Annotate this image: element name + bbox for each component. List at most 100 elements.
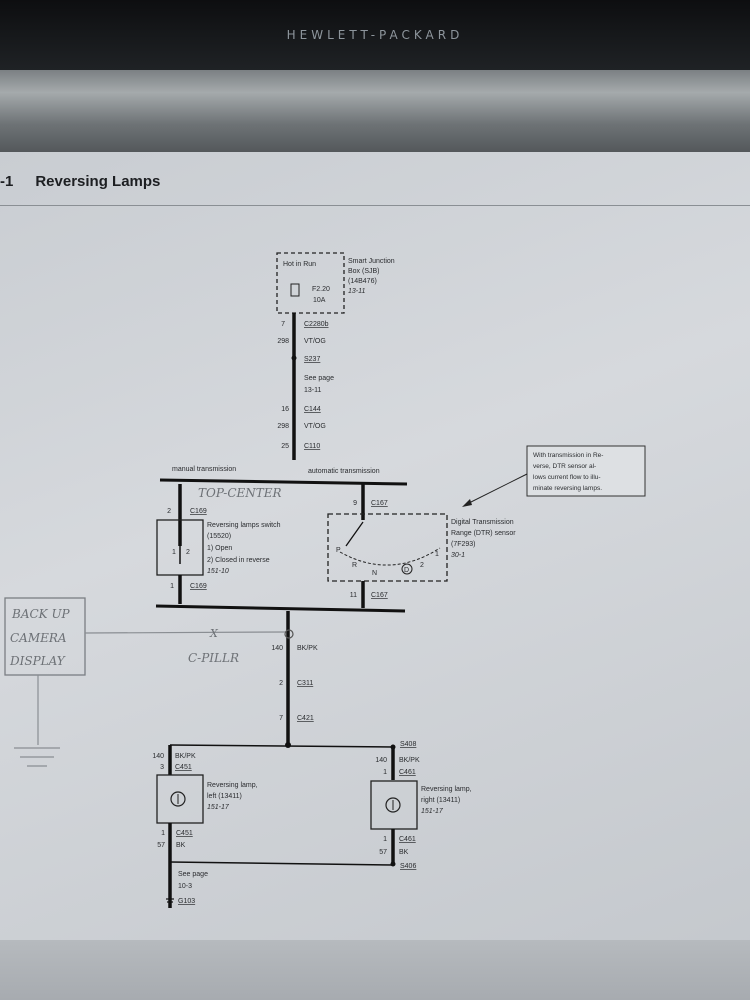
lamp-feed-bus <box>169 744 394 748</box>
dtr-dashed-box <box>327 513 448 582</box>
upper-color-2: VT/OG <box>304 423 326 430</box>
dtr-pos-n: N <box>372 570 377 577</box>
s237-splice-dot <box>291 355 297 361</box>
dtr-pos-d: D <box>404 567 409 574</box>
dtr-name-1: Digital Transmission <box>451 519 514 526</box>
upper-see-page: See page <box>304 375 334 382</box>
left-lamp-circuit: 140 <box>152 753 164 760</box>
dtr-arc <box>339 547 441 566</box>
lower-bus-bar <box>155 604 406 613</box>
left-lamp-gnd-color: BK <box>176 842 186 849</box>
switch-state-1: 1) Open <box>207 545 232 552</box>
right-lamp-color: BK/PK <box>399 757 420 764</box>
switch-state-2: 2) Closed in reverse <box>207 557 270 564</box>
sjb-dashed-box <box>276 252 345 314</box>
right-lamp-box <box>370 780 418 830</box>
note-line-3: lows current flow to illu- <box>533 474 601 481</box>
fuse-icon <box>290 283 300 297</box>
g103-ground: G103 <box>178 898 195 905</box>
left-lamp-name-2: left (13411) <box>207 793 242 800</box>
dtr-bottom-connector: C167 <box>371 592 388 599</box>
handwriting-camera-1: BACK UP <box>11 607 71 621</box>
upper-see-page-ref: 13-11 <box>304 387 321 394</box>
sjb-page-ref: 13-11 <box>348 288 365 295</box>
c311-connector: C311 <box>297 680 313 687</box>
manual-transmission-label: manual transmission <box>172 466 236 473</box>
left-lamp-bottom-connector: C451 <box>176 830 193 837</box>
page-title-text: Reversing Lamps <box>35 173 161 190</box>
s406-splice: S406 <box>400 863 416 870</box>
brand-logo: HEWLETT-PACKARD <box>286 28 464 42</box>
dtr-name-2: Range (DTR) sensor <box>451 530 516 537</box>
dtr-pos-1: 1 <box>435 551 439 558</box>
c144-connector: C144 <box>304 406 321 413</box>
right-lamp-gnd-color: BK <box>399 849 409 856</box>
switch-top-connector: C169 <box>190 508 207 515</box>
laptop-bezel: HEWLETT-PACKARD <box>0 0 750 70</box>
ground-return-bus <box>169 861 394 866</box>
pillar-splice-circle <box>284 629 294 639</box>
switch-page-ref: 151-10 <box>207 568 229 575</box>
switch-part: (15520) <box>207 533 231 540</box>
sjb-hot-in-run: Hot in Run <box>283 261 316 268</box>
s237-splice: S237 <box>304 356 320 363</box>
dtr-d-circle <box>401 563 413 575</box>
right-lamp-name-2: right (13411) <box>421 797 460 804</box>
sjb-rating: 10A <box>313 297 326 304</box>
note-line-2: verse, DTR sensor al- <box>533 463 596 470</box>
bezel-edge <box>0 70 750 160</box>
switch-name: Reversing lamps switch <box>207 522 281 529</box>
upper-circuit-1: 298 <box>277 338 289 345</box>
left-lamp-gnd-circuit: 57 <box>157 842 165 849</box>
note-line-1: With transmission in Re- <box>533 452 603 459</box>
c311-pin: 2 <box>279 680 283 687</box>
right-lamp-page-ref: 151-17 <box>421 808 444 815</box>
note-line-4: minate reversing lamps. <box>533 485 602 492</box>
c421-connector: C421 <box>297 715 314 722</box>
note-arrow-head <box>462 499 472 507</box>
c144-pin: 16 <box>281 406 289 413</box>
sjb-fuse: F2.20 <box>312 286 330 293</box>
upper-color-1: VT/OG <box>304 338 326 345</box>
handwritten-camera-wire <box>84 631 286 634</box>
page-number: -1 <box>0 173 14 190</box>
handwritten-camera-box <box>4 597 86 676</box>
screen-page <box>0 152 750 1000</box>
c2280b-pin: 7 <box>281 321 285 328</box>
left-lamp-bulb-icon <box>170 791 186 807</box>
c2280b-connector: C2280b <box>304 321 329 328</box>
ground-see-page-ref: 10-3 <box>178 883 192 890</box>
right-lamp-gnd-circuit: 57 <box>379 849 387 856</box>
right-lamp-circuit: 140 <box>375 757 387 764</box>
s406-splice-dot <box>390 861 396 867</box>
dtr-part: (7F293) <box>451 541 476 548</box>
ground-see-page: See page <box>178 871 208 878</box>
right-lamp-top-pin: 1 <box>383 769 387 776</box>
upper-circuit-2: 298 <box>277 423 289 430</box>
c110-pin: 25 <box>281 443 289 450</box>
left-lamp-top-connector: C451 <box>175 764 192 771</box>
sjb-part: (14B476) <box>348 278 377 285</box>
handwriting-camera-3: DISPLAY <box>9 654 66 668</box>
left-lamp-name-1: Reversing lamp, <box>207 782 258 789</box>
dtr-page-ref: 30-1 <box>451 552 465 559</box>
left-lamp-bottom-pin: 1 <box>161 830 165 837</box>
left-lamp-box <box>156 774 204 824</box>
handwriting-x-mark: X <box>209 627 219 640</box>
lower-color: BK/PK <box>297 645 318 652</box>
switch-bottom-pin: 1 <box>170 583 174 590</box>
sjb-name-2: Box (SJB) <box>348 268 380 275</box>
page-title: -1 Reversing Lamps <box>0 173 160 190</box>
left-lamp-color: BK/PK <box>175 753 196 760</box>
note-box <box>526 445 646 497</box>
lamp-feed-splice-dot <box>285 742 291 748</box>
switch-pos-2: 2 <box>186 549 190 556</box>
upper-bus-bar <box>159 478 408 486</box>
left-lamp-page-ref: 151-17 <box>207 804 230 811</box>
dtr-pos-2: 2 <box>420 562 424 569</box>
left-lamp-top-pin: 3 <box>160 764 164 771</box>
dtr-pos-r: R <box>352 562 357 569</box>
switch-bottom-connector: C169 <box>190 583 207 590</box>
dtr-top-pin: 9 <box>353 500 357 507</box>
